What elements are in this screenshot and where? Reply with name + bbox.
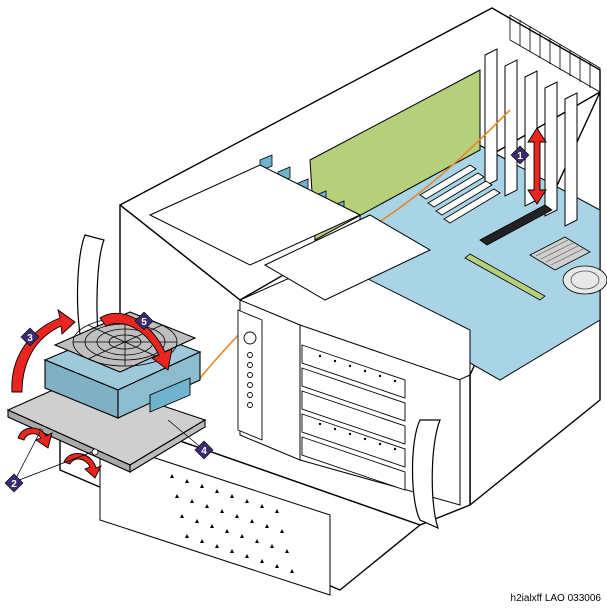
arrow-2-left-screw (17, 427, 53, 449)
callout-2: 2 (4, 473, 24, 493)
agp-slot (479, 204, 553, 246)
fan-connector-board (149, 377, 191, 413)
callout-3-label: 3 (27, 333, 33, 344)
memory-module (464, 253, 546, 301)
front-handle-right (411, 419, 441, 530)
tray-perforations (170, 474, 294, 573)
red-arrows (11, 127, 547, 479)
expansion-brackets (484, 48, 578, 227)
arrow-5-swing (99, 313, 173, 371)
rear-vent-grid (509, 14, 601, 93)
arrow-2-right-screw (63, 453, 102, 479)
callout-5: 5 (134, 311, 154, 331)
pci-slots (419, 164, 501, 224)
figure-id-caption: h2ialxff LAO 033006 (510, 593, 601, 604)
cpu-heatsink (529, 236, 607, 295)
callout-1: 1 (510, 145, 530, 165)
callout-5-label: 5 (141, 317, 147, 328)
drive-bay-vents (318, 354, 397, 451)
arrow-3-rotate (11, 308, 76, 393)
callout-4: 4 (194, 440, 214, 460)
callout-1-label: 1 (517, 151, 523, 162)
callout-leaders (13, 419, 205, 483)
front-control-panel (237, 309, 263, 441)
callout-4-label: 4 (201, 446, 207, 457)
arrow-1-up-down (527, 127, 547, 205)
tray-floor (99, 439, 331, 596)
fan-mounting-bracket (6, 377, 207, 473)
callout-3: 3 (20, 327, 40, 347)
drive-bays (301, 344, 406, 491)
fan-housing (43, 311, 202, 419)
callout-2-label: 2 (11, 479, 17, 490)
